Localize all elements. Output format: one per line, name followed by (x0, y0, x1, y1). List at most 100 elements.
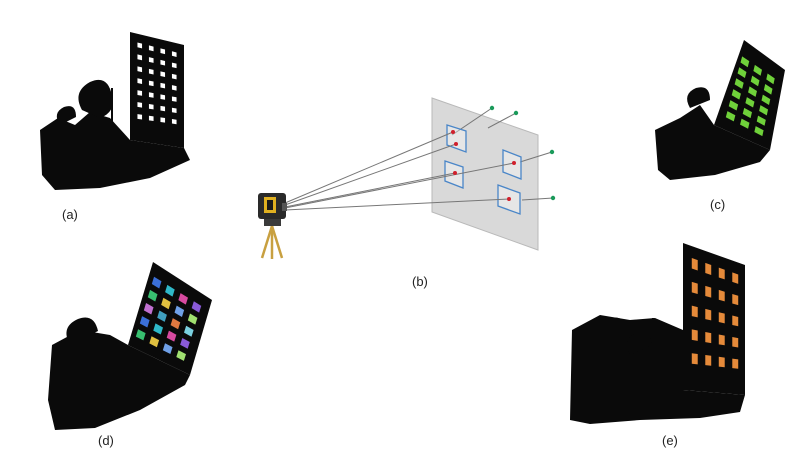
window-hole (148, 92, 154, 98)
window-hole (148, 45, 154, 52)
normal-tip (549, 149, 555, 155)
panel-c-facade (655, 40, 785, 180)
normal-line (519, 151, 553, 163)
segment-patch (166, 330, 177, 342)
window-frame-marker (732, 337, 739, 348)
segment-patch (183, 325, 194, 337)
window-patch (740, 56, 750, 68)
window-hole (148, 104, 154, 110)
window-frame-marker (732, 358, 739, 369)
label-b: (b) (412, 274, 428, 289)
panel-a-raw-point-cloud (40, 32, 190, 190)
panel-e-window-frames (570, 243, 745, 424)
segment-patch (143, 302, 154, 315)
window-patch (761, 94, 771, 105)
window-patch (728, 100, 739, 111)
window-frame-marker (691, 281, 698, 294)
window-frame-marker (718, 289, 725, 302)
segment-patch (170, 318, 181, 330)
ray-hit-point (507, 197, 511, 201)
facade-plane (431, 97, 539, 251)
window-hole (137, 66, 143, 73)
window-patch (766, 73, 775, 85)
normal-line (487, 112, 517, 129)
segment-patch (139, 316, 150, 328)
window-patch (734, 78, 744, 89)
window-hole (148, 80, 154, 87)
normal-line (521, 197, 554, 201)
window-hole (160, 71, 166, 77)
laser-ray (284, 198, 510, 211)
window-patch (750, 75, 760, 87)
laser-ray (284, 172, 456, 208)
window-hole (148, 57, 154, 63)
window-hole (160, 94, 166, 100)
window-patch (759, 105, 769, 116)
window-hole (160, 82, 166, 89)
panel-e-frame-markers (691, 258, 739, 369)
window-frame-marker (705, 285, 712, 298)
window-hole (160, 117, 166, 123)
panel-c-window-patches (725, 56, 775, 137)
window-hole (160, 105, 166, 112)
terrestrial-laser-scanner-icon (258, 193, 287, 259)
label-e: (e) (662, 433, 678, 448)
window-hole (137, 54, 143, 61)
window-frame-marker (705, 308, 712, 321)
window-patch (763, 84, 773, 95)
segment-patch (157, 310, 167, 322)
window-patch (737, 67, 747, 79)
ray-hit-point (512, 161, 516, 165)
window-hole (160, 48, 166, 55)
window-frame-marker (705, 331, 712, 344)
window-patch (748, 86, 757, 97)
window-hole (148, 115, 154, 122)
panel-b-ray-casting-scheme (258, 97, 556, 259)
window-frame-marker (691, 258, 698, 271)
segment-patch (187, 313, 198, 325)
segment-patch (153, 323, 163, 335)
segment-patch (165, 284, 175, 297)
ray-hit-point (454, 142, 458, 146)
laser-ray (284, 143, 457, 206)
segment-patch (191, 301, 202, 313)
window-hole (137, 102, 143, 108)
window-frame-marker (691, 329, 698, 341)
panel-d-colored-segments (135, 276, 202, 361)
window-hole (171, 107, 177, 113)
window-frame-marker (691, 353, 698, 365)
ray-hit-point (451, 130, 455, 134)
segment-patch (180, 337, 190, 349)
window-hole (171, 96, 177, 102)
window-patch (742, 107, 752, 119)
segment-patch (147, 289, 158, 302)
normal-tip (513, 110, 519, 116)
window-frame-marker (705, 262, 712, 275)
panel-a-ground-and-trees (40, 79, 190, 190)
normal-line (451, 107, 493, 136)
label-c: (c) (710, 197, 726, 212)
panel-d-facade (48, 262, 212, 430)
window-patch (753, 64, 762, 76)
laser-ray (284, 131, 454, 204)
window-patch (725, 111, 736, 122)
normal-tip (550, 195, 556, 201)
panel-a-window-holes (137, 42, 177, 125)
segment-patch (149, 336, 160, 348)
window-patch (745, 97, 755, 108)
window-hole (137, 114, 143, 120)
label-d: (d) (98, 433, 114, 448)
segment-patch (162, 343, 173, 355)
panel-e-facade (570, 243, 745, 424)
window-hole (148, 68, 154, 75)
laser-ray (284, 162, 515, 209)
segment-patch (151, 276, 162, 289)
segment-patch (161, 297, 171, 310)
window-hole (137, 90, 143, 96)
window-hole (137, 42, 143, 49)
window-hole (171, 85, 177, 91)
window-hole (171, 51, 177, 57)
window-patch (756, 115, 766, 126)
panel-c-extracted-windows (655, 40, 785, 180)
